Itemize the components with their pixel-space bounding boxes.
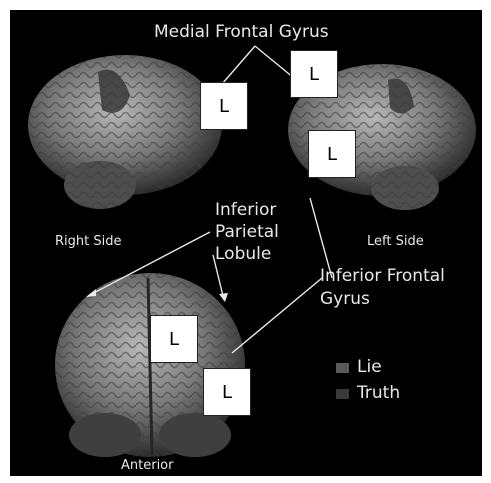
inferior-frontal-label-line1: Inferior Frontal bbox=[320, 266, 445, 287]
marker-l-box: L bbox=[200, 82, 248, 130]
marker-l-box: L bbox=[203, 368, 251, 416]
marker-l-box: L bbox=[290, 50, 338, 98]
left-side-label: Left Side bbox=[367, 234, 424, 250]
inferior-parietal-label-line3: Lobule bbox=[215, 244, 271, 265]
medial-frontal-gyrus-label: Medial Frontal Gyrus bbox=[154, 22, 329, 43]
anterior-label: Anterior bbox=[121, 458, 173, 474]
figure-frame: Medial Frontal Gyrus Inferior Parietal L… bbox=[10, 10, 482, 476]
anterior-brain bbox=[55, 273, 245, 457]
legend-label-lie: Lie bbox=[357, 357, 382, 378]
legend-swatch-truth bbox=[336, 389, 349, 399]
legend-label-truth: Truth bbox=[357, 383, 400, 404]
right-side-brain bbox=[28, 55, 222, 209]
inferior-frontal-label-line2: Gyrus bbox=[320, 289, 370, 310]
marker-l-box: L bbox=[308, 130, 356, 178]
inferior-parietal-label-line1: Inferior bbox=[215, 200, 276, 221]
inferior-parietal-label-line2: Parietal bbox=[215, 222, 279, 243]
legend-swatch-lie bbox=[336, 363, 349, 373]
right-side-label: Right Side bbox=[55, 234, 121, 250]
marker-l-box: L bbox=[150, 315, 198, 363]
